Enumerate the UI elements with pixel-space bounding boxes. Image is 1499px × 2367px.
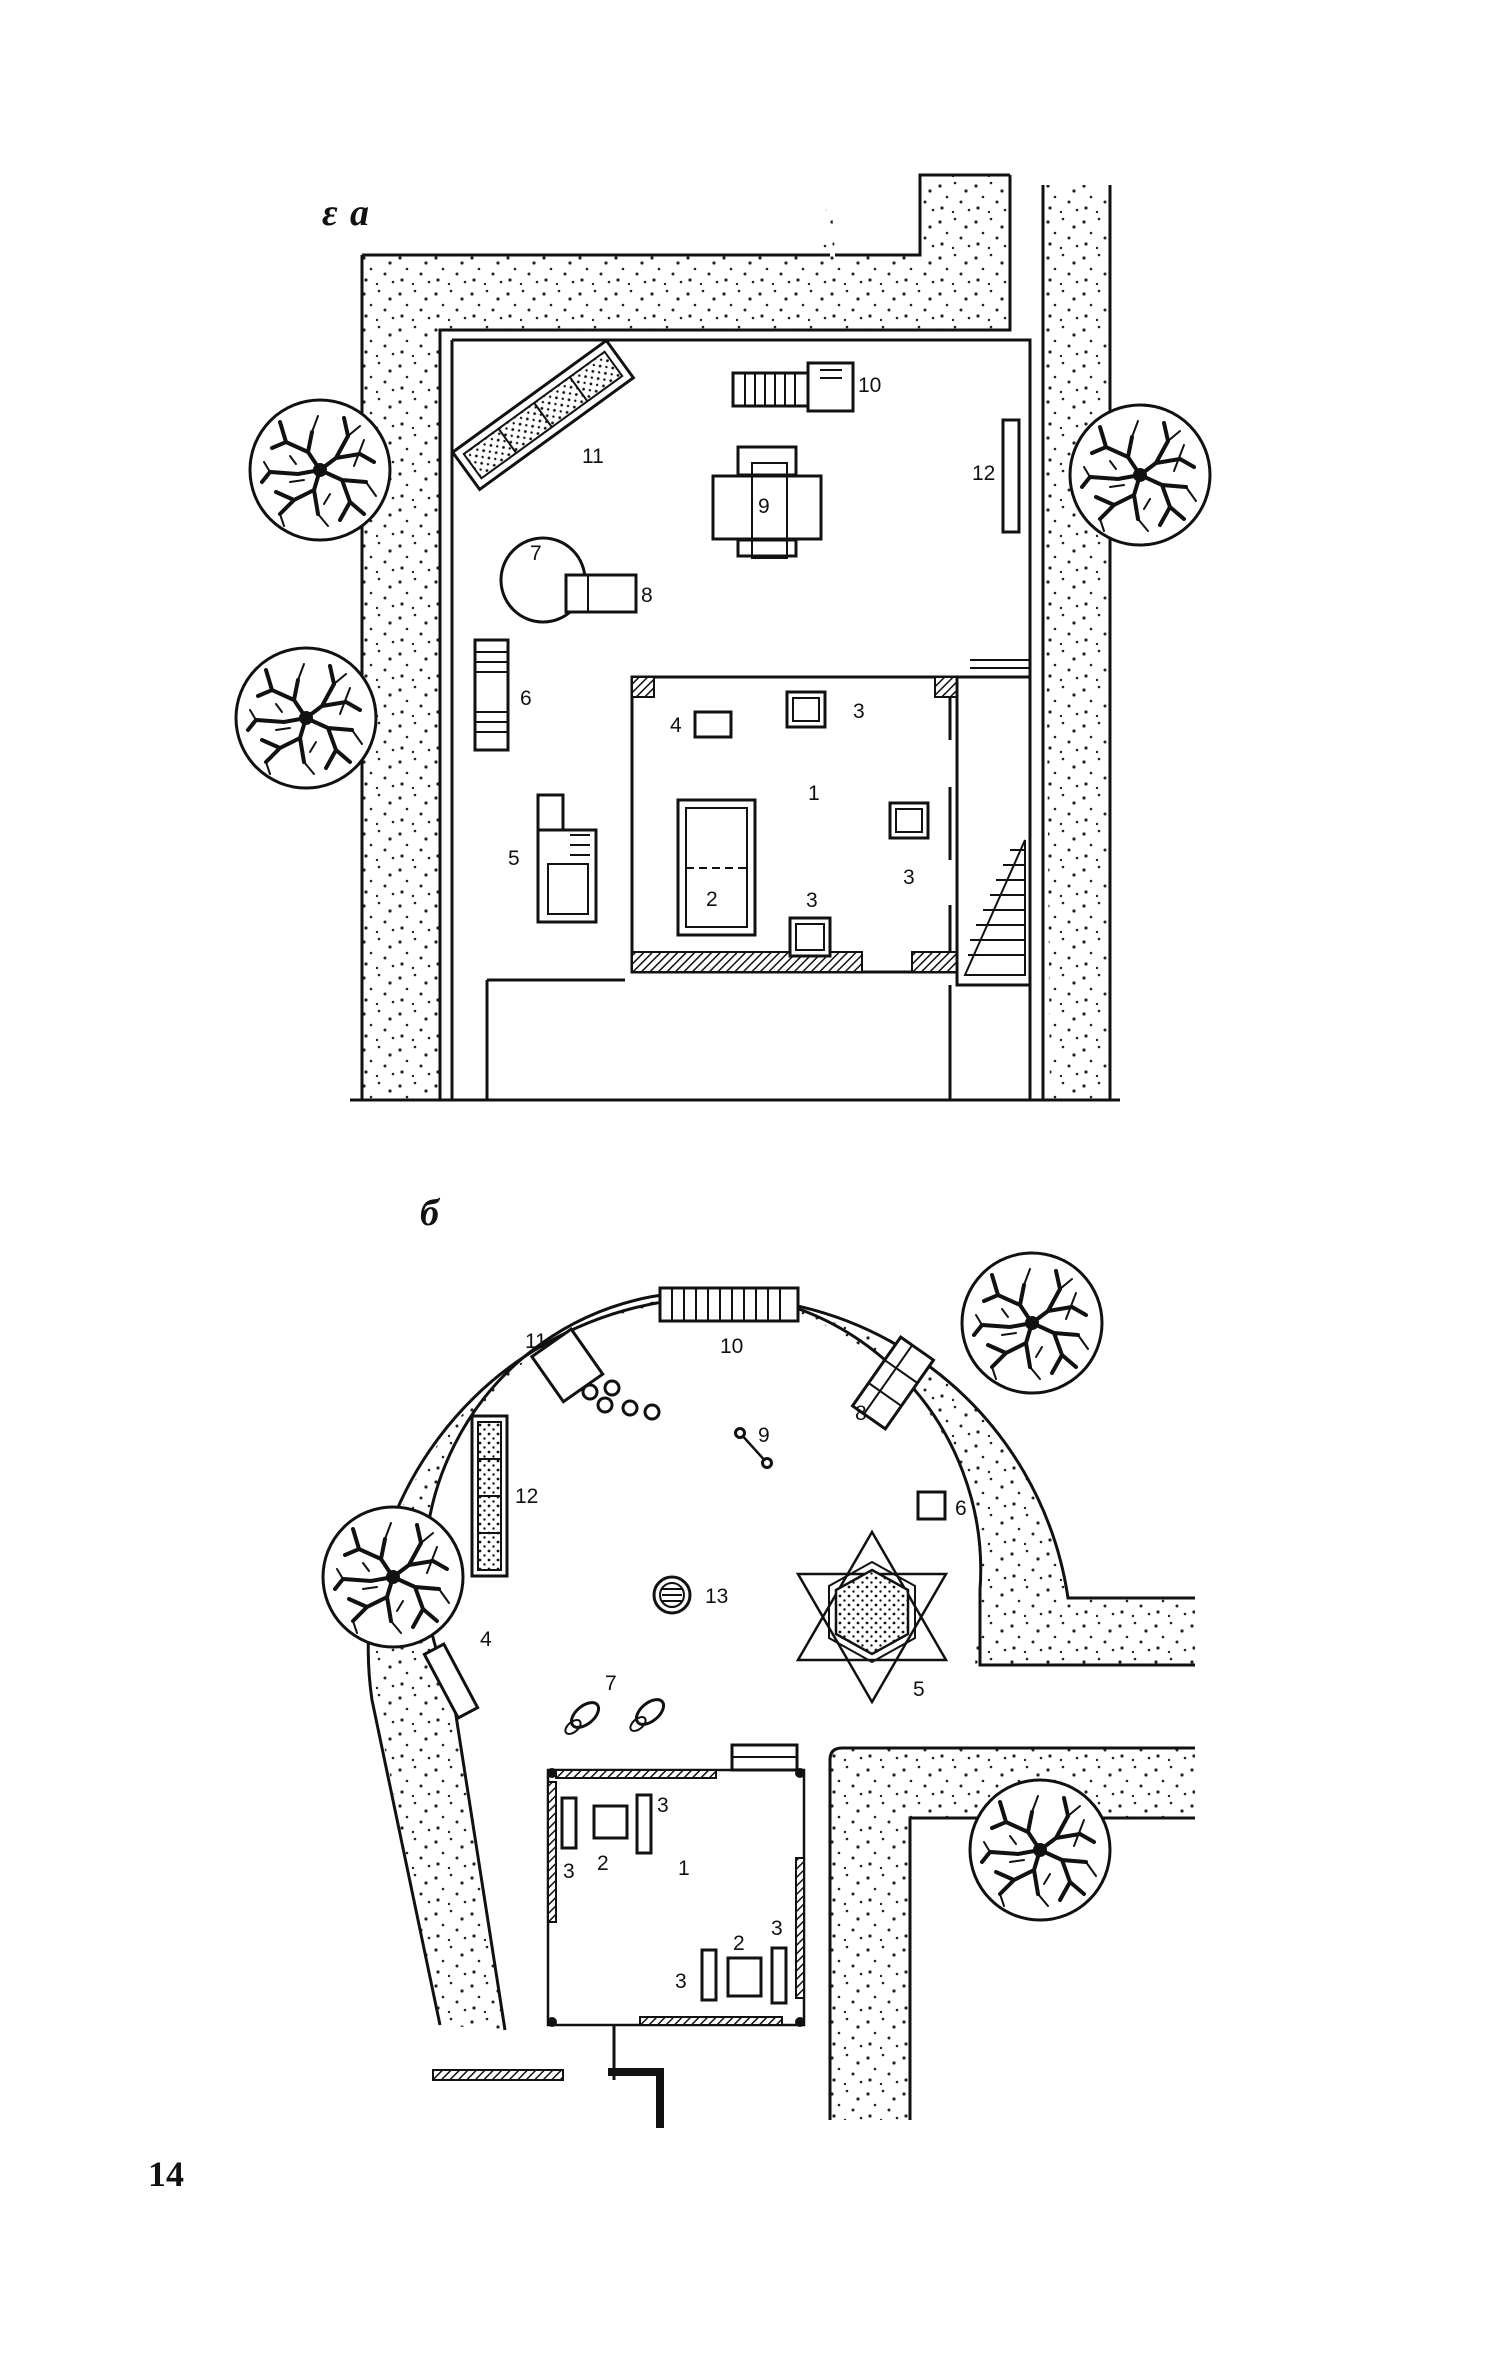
plan-a-tag: a: [350, 192, 369, 234]
label-b-2: 2: [597, 1852, 609, 1875]
label-a-3b: 3: [903, 866, 915, 889]
label-b-11: 11: [525, 1330, 547, 1353]
label-a-1: 1: [808, 782, 820, 805]
label-b-13: 13: [705, 1585, 728, 1608]
item-b-8: [850, 1335, 936, 1431]
label-b-2b: 2: [733, 1932, 745, 1955]
tree-icon: [321, 1505, 465, 1649]
label-a-11: 11: [582, 445, 604, 468]
item-b-12: [470, 1414, 509, 1578]
item-a-5: [536, 793, 598, 924]
gravel-path-right: [1043, 185, 1110, 1100]
label-b-3d: 3: [771, 1917, 783, 1940]
item-b-9: [734, 1427, 773, 1469]
tree-icon: [960, 1251, 1104, 1395]
plan-b-tag: б: [420, 1192, 441, 1234]
item-a-8: [564, 573, 638, 614]
label-b-4: 4: [480, 1628, 492, 1651]
item-a-12: [1001, 418, 1021, 534]
label-b-5: 5: [913, 1678, 925, 1701]
item-b-3: [770, 1946, 788, 2005]
label-a-2: 2: [706, 888, 718, 911]
label-a-12: 12: [972, 462, 995, 485]
plan-a: 1 2 3 3 3 4 5 6 7 8 9 10 11 12 ε a: [234, 173, 1212, 1102]
plan-b: 1 2 2 3 3 3 3 4 5 6 7 8 9 10 11 12 13 б: [321, 1192, 1195, 2128]
item-b-13: [652, 1575, 692, 1615]
page-number: 14: [148, 2154, 184, 2194]
item-a-9: [711, 445, 823, 559]
label-b-3c: 3: [675, 1970, 687, 1993]
label-b-7: 7: [605, 1672, 617, 1695]
item-a-4: [693, 710, 733, 739]
item-b-5: [795, 1529, 949, 1705]
label-a-9: 9: [758, 495, 770, 518]
item-b-4: [422, 1642, 480, 1720]
item-b-3: [700, 1948, 718, 2002]
tree-icon: [968, 1778, 1112, 1922]
label-b-10: 10: [720, 1335, 743, 1358]
item-a-6: [473, 638, 510, 752]
label-b-12: 12: [515, 1485, 538, 1508]
tree-icon: [234, 646, 378, 790]
item-b-2: [592, 1804, 629, 1840]
label-a-3: 3: [853, 700, 865, 723]
item-b-11: [529, 1327, 661, 1421]
label-a-8: 8: [641, 584, 653, 607]
gravel-path-left: [362, 175, 1010, 1100]
item-a-10: [731, 361, 855, 413]
label-b-3b: 3: [657, 1794, 669, 1817]
label-b-3a: 3: [563, 1860, 575, 1883]
item-b-3: [635, 1793, 653, 1855]
label-a-4: 4: [670, 714, 682, 737]
item-b-10: [658, 1286, 800, 1323]
tree-icon: [248, 398, 392, 542]
label-a-7: 7: [530, 542, 542, 565]
label-b-9: 9: [758, 1424, 770, 1447]
plan-a-prefix: ε: [322, 192, 338, 234]
label-a-6: 6: [520, 687, 532, 710]
item-b-6: [916, 1490, 947, 1521]
label-b-1: 1: [678, 1857, 690, 1880]
gravel-path-lower: [830, 1748, 1195, 2120]
item-b-3: [560, 1796, 578, 1850]
label-a-5: 5: [508, 847, 520, 870]
label-b-8: 8: [855, 1402, 867, 1425]
tree-icon: [1068, 403, 1212, 547]
label-a-3c: 3: [806, 889, 818, 912]
item-a-11: [450, 338, 636, 492]
label-a-10: 10: [858, 374, 881, 397]
item-b-7: [564, 1698, 666, 1735]
item-b-2: [726, 1956, 763, 1998]
label-b-6: 6: [955, 1497, 967, 1520]
gravel-path-ring: [371, 1297, 1195, 2030]
